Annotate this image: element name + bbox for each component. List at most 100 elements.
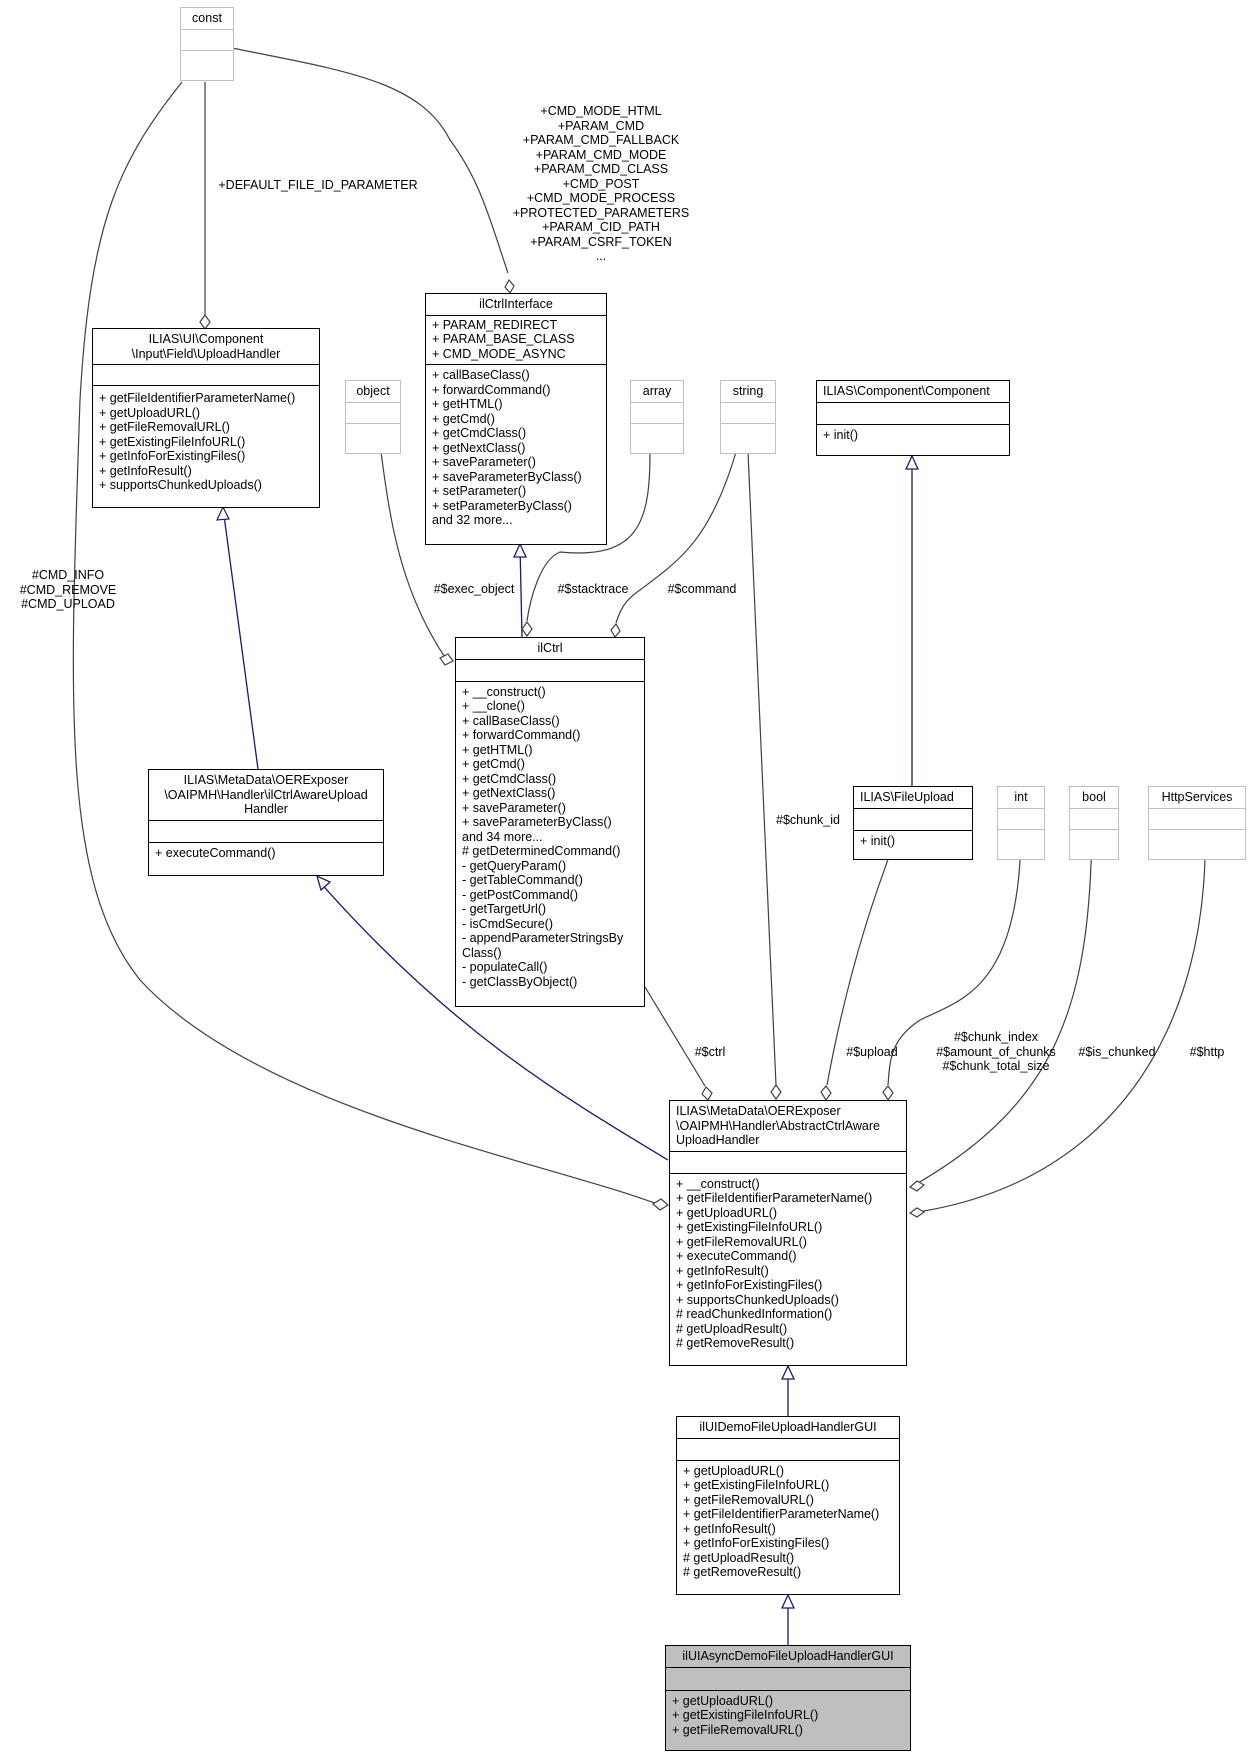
class-name: ilCtrl <box>537 641 563 655</box>
edge-ilctrl-to-abstract <box>644 986 706 1087</box>
arrowhead-abstract <box>780 1364 796 1380</box>
class-name: bool <box>1082 790 1106 804</box>
edge-label-exec-object: #$exec_object <box>433 582 515 596</box>
method: - getPostCommand() <box>462 887 579 902</box>
method: and 34 more... <box>462 829 543 844</box>
class-async-demo-file-upload-handler-gui[interactable]: ilUIAsyncDemoFileUploadHandlerGUI + getU… <box>665 1645 911 1751</box>
method: + getCmd() <box>432 411 495 426</box>
method: - getTargetUrl() <box>462 902 547 916</box>
edge-const-to-abstract <box>72 81 661 1206</box>
class-name: HttpServices <box>1161 790 1233 804</box>
edge-label-command: #$command <box>667 582 737 596</box>
method: # getRemoveResult() <box>676 1336 795 1350</box>
methods: + init() <box>854 829 972 849</box>
method: + getCmd() <box>462 757 525 771</box>
method: + getInfoForExistingFiles() <box>99 449 246 463</box>
class-httpservices[interactable]: HttpServices <box>1148 786 1246 860</box>
attribute: + PARAM_BASE_CLASS <box>432 332 575 346</box>
class-fileupload[interactable]: ILIAS\FileUpload + init() <box>853 786 973 860</box>
class-name: ILIAS\Component\Component <box>823 384 990 398</box>
class-array[interactable]: array <box>630 380 684 454</box>
arrowhead-uploadhandler <box>216 505 230 521</box>
method: + getInfoResult() <box>99 463 192 478</box>
diamond-ilctrlinterface <box>504 278 515 295</box>
edge-label-upload: #$upload <box>846 1045 898 1059</box>
class-name: const <box>192 11 222 25</box>
diamond-abstract-int <box>882 1085 894 1102</box>
edge-ctrlaware-to-uploadhandler <box>222 507 259 770</box>
methods: + init() <box>817 423 1009 443</box>
method: + getCmdClass() <box>432 426 527 440</box>
methods: + getUploadURL() + getExistingFileInfoUR… <box>677 1459 899 1580</box>
edge-bool-to-abstract <box>917 826 1093 1184</box>
class-uploadhandler[interactable]: ILIAS\UI\Component \Input\Field\UploadHa… <box>92 328 320 508</box>
class-int[interactable]: int <box>997 786 1045 860</box>
method: + getUploadURL() <box>683 1463 785 1478</box>
class-name: ilUIDemoFileUploadHandlerGUI <box>699 1420 877 1434</box>
edge-abstract-to-ctrlaware <box>317 879 669 1161</box>
method: + saveParameter() <box>462 800 566 815</box>
class-string[interactable]: string <box>720 380 776 454</box>
edge-string-to-ilctrl <box>615 451 737 624</box>
method: - isCmdSecure() <box>462 916 553 931</box>
method: # getUploadResult() <box>683 1550 795 1565</box>
method: + forwardCommand() <box>432 382 551 397</box>
method: + getNextClass() <box>462 786 556 800</box>
method: + saveParameterByClass() <box>462 815 612 829</box>
method: + init() <box>860 833 896 848</box>
methods: + getUploadURL() + getExistingFileInfoUR… <box>666 1689 910 1738</box>
class-abstract-ctrlaware-uploadhandler[interactable]: ILIAS\MetaData\OERExposer \OAIPMH\Handle… <box>669 1100 907 1366</box>
method: + init() <box>823 427 859 442</box>
class-name: ilUIAsyncDemoFileUploadHandlerGUI <box>682 1649 894 1663</box>
method: + setParameter() <box>432 484 527 498</box>
method: + getExistingFileInfoURL() <box>99 434 246 449</box>
method: + supportsChunkedUploads() <box>676 1292 839 1307</box>
method: + getFileIdentifierParameterName() <box>683 1507 880 1521</box>
method: - getQueryParam() <box>462 858 567 873</box>
edge-label-ctrl: #$ctrl <box>694 1045 726 1059</box>
class-const[interactable]: const <box>180 7 234 81</box>
method: + getFileIdentifierParameterName() <box>99 391 296 405</box>
edge-label-chunk-index: #$chunk_index #$amount_of_chunks #$chunk… <box>936 1030 1056 1073</box>
diamond-abstract-http <box>908 1207 926 1218</box>
method: + getFileRemovalURL() <box>672 1722 803 1737</box>
edge-label-stacktrace: #$stacktrace <box>557 582 629 596</box>
class-ctrlaware-uploadhandler[interactable]: ILIAS\MetaData\OERExposer \OAIPMH\Handle… <box>148 769 384 876</box>
method: + getExistingFileInfoURL() <box>676 1220 823 1234</box>
class-bool[interactable]: bool <box>1069 786 1119 860</box>
method: + __construct() <box>462 684 546 699</box>
class-ilctrl[interactable]: ilCtrl + __construct() + __clone() + cal… <box>455 637 645 1007</box>
methods: + __construct() + getFileIdentifierParam… <box>670 1172 906 1351</box>
methods: + callBaseClass() + forwardCommand() + g… <box>426 364 606 528</box>
method: + __construct() <box>676 1176 760 1191</box>
method: + getUploadURL() <box>99 405 201 420</box>
method: + saveParameter() <box>432 455 536 469</box>
method: + getUploadURL() <box>672 1693 774 1708</box>
class-object[interactable]: object <box>345 380 401 454</box>
arrowhead-demo <box>780 1593 796 1609</box>
methods: + executeCommand() <box>149 841 383 861</box>
class-ilctrlinterface[interactable]: ilCtrlInterface + PARAM_REDIRECT + PARAM… <box>425 293 607 545</box>
method: # getDeterminedCommand() <box>462 844 621 858</box>
method: - getTableCommand() <box>462 873 583 887</box>
method: + getHTML() <box>432 397 503 411</box>
method: + callBaseClass() <box>432 368 530 382</box>
class-demo-file-upload-handler-gui[interactable]: ilUIDemoFileUploadHandlerGUI + getUpload… <box>676 1416 900 1595</box>
methods: + getFileIdentifierParameterName() + get… <box>93 385 319 493</box>
arrowhead-component <box>904 454 920 470</box>
edge-label-cmd-info: #CMD_INFO #CMD_REMOVE #CMD_UPLOAD <box>19 568 117 611</box>
method: + executeCommand() <box>155 845 276 860</box>
edge-object-to-ilctrl <box>380 451 447 660</box>
arrowhead-ilctrlinterface <box>512 542 528 558</box>
method: + saveParameterByClass() <box>432 469 582 484</box>
edge-http-to-abstract <box>917 826 1206 1213</box>
diamond-abstract-left <box>651 1198 670 1211</box>
class-name: ILIAS\MetaData\OERExposer \OAIPMH\Handle… <box>164 773 368 816</box>
attribute: + CMD_MODE_ASYNC <box>432 346 566 361</box>
method: + callBaseClass() <box>462 713 560 728</box>
edge-label-chunk-id: #$chunk_id <box>776 813 840 827</box>
class-component[interactable]: ILIAS\Component\Component + init() <box>816 380 1010 456</box>
method: - getClassByObject() <box>462 974 578 989</box>
method: + setParameterByClass() <box>432 498 572 513</box>
